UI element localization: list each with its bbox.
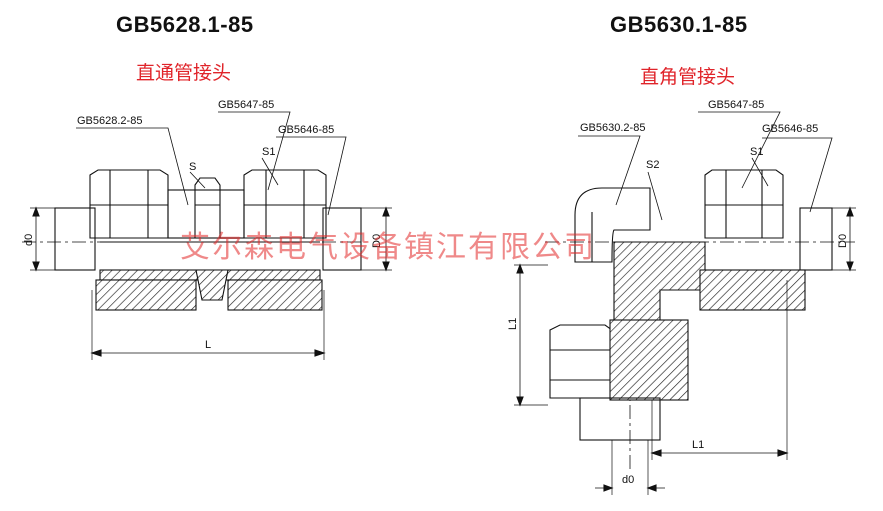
elbow-body bbox=[613, 241, 706, 331]
right-subtitle: 直角管接头 bbox=[640, 66, 736, 88]
right-symbol-s2: S2 bbox=[646, 159, 659, 171]
elbow-lower-nut bbox=[549, 324, 613, 399]
left-callout-gb5646: GB5646-85 bbox=[278, 124, 334, 136]
elbow-right-tube bbox=[799, 207, 833, 271]
elbow-connector-drawing bbox=[514, 111, 856, 495]
left-symbol-D0: D0 bbox=[371, 234, 383, 248]
left-tube bbox=[54, 207, 96, 271]
left-symbol-s1: S1 bbox=[262, 146, 275, 158]
right-callout-gb5630-2: GB5630.2-85 bbox=[580, 122, 645, 134]
right-symbol-d0: d0 bbox=[622, 474, 634, 486]
right-symbol-L1-horizontal: L1 bbox=[692, 439, 704, 451]
straight-connector-drawing bbox=[22, 111, 392, 360]
elbow-right-nut bbox=[704, 169, 784, 239]
left-title: GB5628.1-85 bbox=[116, 12, 254, 37]
right-symbol-D0: D0 bbox=[837, 234, 849, 248]
right-title: GB5630.1-85 bbox=[610, 12, 748, 37]
left-callout-gb5628-2: GB5628.2-85 bbox=[77, 115, 142, 127]
elbow-tube bbox=[574, 187, 651, 263]
right-callout-gb5646: GB5646-85 bbox=[762, 123, 818, 135]
elbow-lower-tube bbox=[579, 397, 661, 441]
left-nut bbox=[89, 169, 169, 239]
right-symbol-L1-vertical: L1 bbox=[507, 318, 519, 330]
right-tube bbox=[322, 207, 362, 271]
left-symbol-L: L bbox=[205, 339, 211, 351]
company-watermark: 艾尔森电气设备镇江有限公司 bbox=[180, 230, 596, 265]
left-symbol-s: S bbox=[189, 161, 196, 173]
right-callout-gb5647: GB5647-85 bbox=[708, 99, 764, 111]
left-callout-gb5647: GB5647-85 bbox=[218, 99, 274, 111]
left-subtitle: 直通管接头 bbox=[136, 62, 232, 84]
left-symbol-d0: d0 bbox=[23, 234, 35, 246]
right-symbol-s1: S1 bbox=[750, 146, 763, 158]
center-hex bbox=[194, 177, 221, 239]
